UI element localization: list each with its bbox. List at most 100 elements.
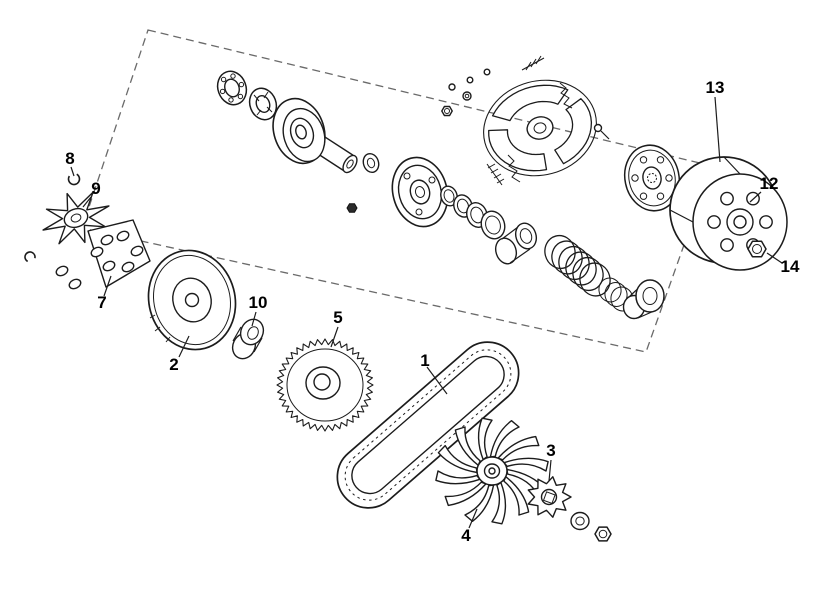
rim-hatch xyxy=(149,314,156,319)
weight-roller xyxy=(121,261,135,273)
ring-bore xyxy=(443,189,455,203)
washer-small xyxy=(462,91,472,101)
plate-hub xyxy=(409,179,431,205)
sleeve-front xyxy=(514,222,538,250)
plate-hole xyxy=(415,208,423,216)
part-label-14: 14 xyxy=(781,257,800,276)
leader-line xyxy=(548,459,552,482)
weight-roller xyxy=(90,246,104,258)
pin-head xyxy=(466,76,474,84)
weight-roller xyxy=(68,278,82,290)
o-ring-bore xyxy=(485,215,501,235)
washer-outer xyxy=(570,511,590,531)
leader-line xyxy=(749,191,762,203)
fan-blade xyxy=(444,481,487,507)
bell-hole xyxy=(720,191,734,206)
drive-belt xyxy=(336,341,520,509)
cup-front xyxy=(635,279,665,313)
part-label-3: 3 xyxy=(546,441,555,460)
bearing-inner-race xyxy=(224,78,240,98)
hex-nut-bore xyxy=(444,108,450,114)
bearing-ball xyxy=(228,97,234,103)
leader-line xyxy=(70,166,75,177)
shaft-bore xyxy=(346,159,354,169)
carrier-hole xyxy=(639,156,648,164)
part-labels: 1 2 3 4 5 7 8 9 10 12 13 14 xyxy=(65,78,800,545)
leader-line xyxy=(251,311,257,327)
pulley-bore xyxy=(184,292,200,308)
fan-blade xyxy=(497,435,540,461)
screw-thread xyxy=(525,61,532,71)
fan-bore xyxy=(488,467,496,475)
bolt-shank xyxy=(600,130,610,140)
weight-roller xyxy=(55,265,69,277)
fan-blade xyxy=(435,470,481,485)
small-fasteners xyxy=(441,55,610,140)
belt-cogs xyxy=(344,349,512,501)
clutch-shoe-assembly xyxy=(483,79,597,183)
bushing-side xyxy=(253,337,263,353)
pin-head xyxy=(448,83,456,91)
bearing xyxy=(216,70,248,106)
weight-roller xyxy=(130,245,144,257)
plate-hole xyxy=(403,172,411,180)
bell-depth-line xyxy=(723,156,741,175)
leader-line xyxy=(714,96,721,163)
drive-plate xyxy=(391,156,449,228)
clutch-shoe xyxy=(554,98,593,165)
part-label-2: 2 xyxy=(169,355,178,374)
washer-outer xyxy=(362,152,380,174)
washer-bore xyxy=(575,516,585,526)
clutch-shoe xyxy=(488,129,548,172)
ring-bore xyxy=(456,198,470,214)
gear-bore xyxy=(313,373,331,391)
oil-seal xyxy=(248,87,278,121)
thrust-washer xyxy=(362,152,380,174)
carrier-hole xyxy=(656,192,665,200)
clutch-hub-bore xyxy=(533,122,547,134)
clutch-carrier-plate xyxy=(623,144,681,212)
fan-blade xyxy=(503,457,549,472)
bell-hole xyxy=(759,215,773,229)
part-label-7: 7 xyxy=(97,293,106,312)
end-washer xyxy=(570,511,590,531)
nut-hex xyxy=(594,526,612,542)
carrier-spline-bore xyxy=(647,173,657,183)
ramp-plate-fan xyxy=(42,191,110,245)
starter-gear xyxy=(276,338,374,432)
one-way-gear xyxy=(527,476,572,518)
square-bore xyxy=(542,491,556,505)
sleeve-back xyxy=(494,237,518,265)
spring-coil xyxy=(579,262,611,297)
roller-weight-set xyxy=(55,219,151,290)
hub-bore xyxy=(295,124,307,140)
leader-line xyxy=(468,508,478,529)
carrier-hole xyxy=(631,174,639,182)
bearing-ball xyxy=(238,81,245,88)
bushing-front xyxy=(239,318,265,346)
fan-blade xyxy=(454,426,481,466)
weight-roller xyxy=(102,260,116,272)
shaft-end xyxy=(342,154,358,174)
bell-depth-line xyxy=(669,209,694,223)
spring-cup xyxy=(622,279,665,320)
carrier-hole xyxy=(665,174,673,182)
seal-bore xyxy=(255,95,271,113)
spring-turn xyxy=(496,178,505,184)
cup-bore xyxy=(642,287,658,305)
clutch-shoe xyxy=(491,84,569,122)
plate-bore xyxy=(414,186,426,198)
fan-blade xyxy=(437,444,478,474)
clutch-backing-plate xyxy=(483,79,597,177)
retainer-clip xyxy=(24,251,36,263)
leader-line xyxy=(766,252,783,264)
clutch-springs xyxy=(544,234,634,312)
part-label-1: 1 xyxy=(420,351,429,370)
spring-coil xyxy=(544,234,576,270)
plate-hole xyxy=(428,176,436,184)
end-nut xyxy=(594,526,612,542)
pulley-hub-shaft xyxy=(272,97,358,174)
belt-inner-edge xyxy=(351,355,505,495)
